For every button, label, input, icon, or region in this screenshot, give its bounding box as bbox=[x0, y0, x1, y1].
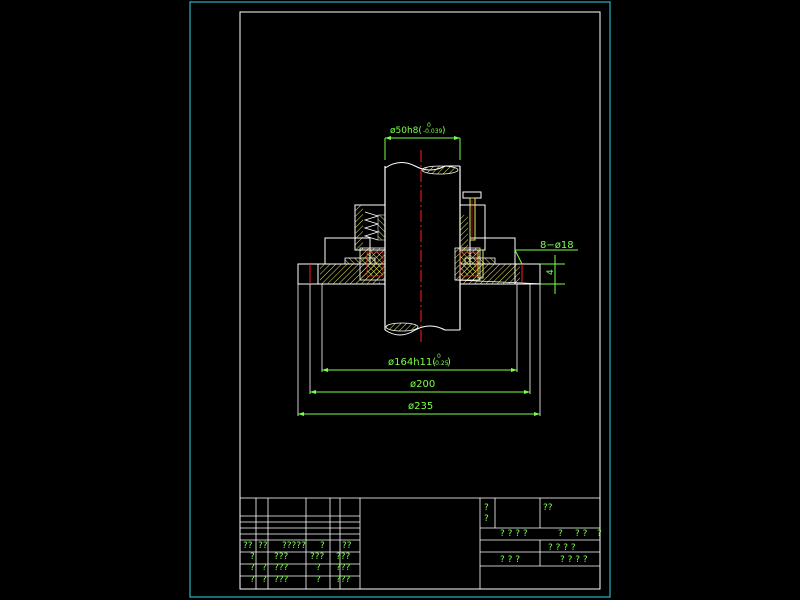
flange-dia-text: ø235 bbox=[408, 401, 433, 412]
tb-cell: ? bbox=[262, 563, 267, 573]
holes-text: 8−ø18 bbox=[540, 240, 574, 251]
bore-tol-lower: -0.25 bbox=[433, 360, 449, 367]
tb-cell: ? bbox=[484, 503, 489, 513]
tb-cell: ? bbox=[320, 541, 325, 551]
shaft bbox=[384, 162, 461, 336]
holes-callout: 8−ø18 bbox=[514, 240, 578, 265]
bore-dia-text: ø164h11( bbox=[388, 357, 436, 368]
bore-tol-close: ) bbox=[447, 357, 451, 368]
bore-tol-upper: 0 bbox=[437, 353, 441, 360]
thickness-text: 4 bbox=[546, 269, 556, 275]
tb-cell: ? bbox=[597, 529, 602, 539]
tb-cell: ? bbox=[316, 575, 321, 585]
tb-cell: ? ? bbox=[575, 529, 588, 539]
tb-cell: ? bbox=[484, 514, 489, 524]
tb-cell: ? ? ? bbox=[500, 555, 520, 565]
seal-housing bbox=[324, 237, 546, 285]
bolt-circle-text: ø200 bbox=[410, 379, 435, 390]
tb-cell: ??? bbox=[274, 575, 289, 585]
tb-cell: ??? bbox=[336, 575, 351, 585]
base-flange bbox=[297, 263, 541, 285]
shaft-tol-upper: 0 bbox=[427, 122, 431, 129]
tb-cell: ?? bbox=[543, 503, 553, 513]
shaft-dimension: ø50h8( 0 -0.039 ) bbox=[384, 122, 461, 160]
tb-cell: ??? bbox=[274, 552, 289, 562]
shaft-dia-text: ø50h8( bbox=[390, 126, 422, 136]
title-block-text: ?? ?? ????? ? ?? ? ??? ??? ??? ? ? ??? ?… bbox=[243, 503, 602, 585]
tb-cell: ? ? ? ? bbox=[500, 529, 528, 539]
tb-cell: ? bbox=[250, 575, 255, 585]
tb-cell: ? ? ? ? bbox=[548, 543, 576, 553]
tb-cell: ? bbox=[250, 563, 255, 573]
thickness-dimension: 4 bbox=[540, 255, 565, 294]
tb-cell: ? bbox=[316, 563, 321, 573]
shaft-tol-close: ) bbox=[442, 126, 446, 136]
shaft-tol-lower: -0.039 bbox=[423, 128, 443, 135]
tb-cell: ? bbox=[250, 552, 255, 562]
spring-assembly-right bbox=[459, 191, 486, 279]
bore-dimension: ø164h11( 0 -0.25 ) bbox=[322, 353, 517, 372]
tb-cell: ??? bbox=[274, 563, 289, 573]
tb-cell: ? ? ? ? bbox=[560, 555, 588, 565]
title-block bbox=[239, 497, 601, 590]
flange-dimension: ø235 bbox=[298, 401, 540, 416]
tb-cell: ????? bbox=[282, 541, 306, 551]
spring-assembly-left bbox=[354, 204, 386, 251]
tb-cell: ?? bbox=[342, 541, 352, 551]
tb-cell: ? bbox=[262, 575, 267, 585]
tb-cell: ??? bbox=[336, 563, 351, 573]
tb-cell: ? bbox=[558, 529, 563, 539]
tb-cell: ?? bbox=[258, 541, 268, 551]
tb-cell: ??? bbox=[310, 552, 325, 562]
tb-cell: ??? bbox=[336, 552, 351, 562]
bolt-circle-dimension: ø200 bbox=[310, 379, 530, 394]
outer-frame bbox=[189, 1, 611, 598]
extension-lines bbox=[297, 284, 541, 416]
tb-cell: ?? bbox=[243, 541, 253, 551]
